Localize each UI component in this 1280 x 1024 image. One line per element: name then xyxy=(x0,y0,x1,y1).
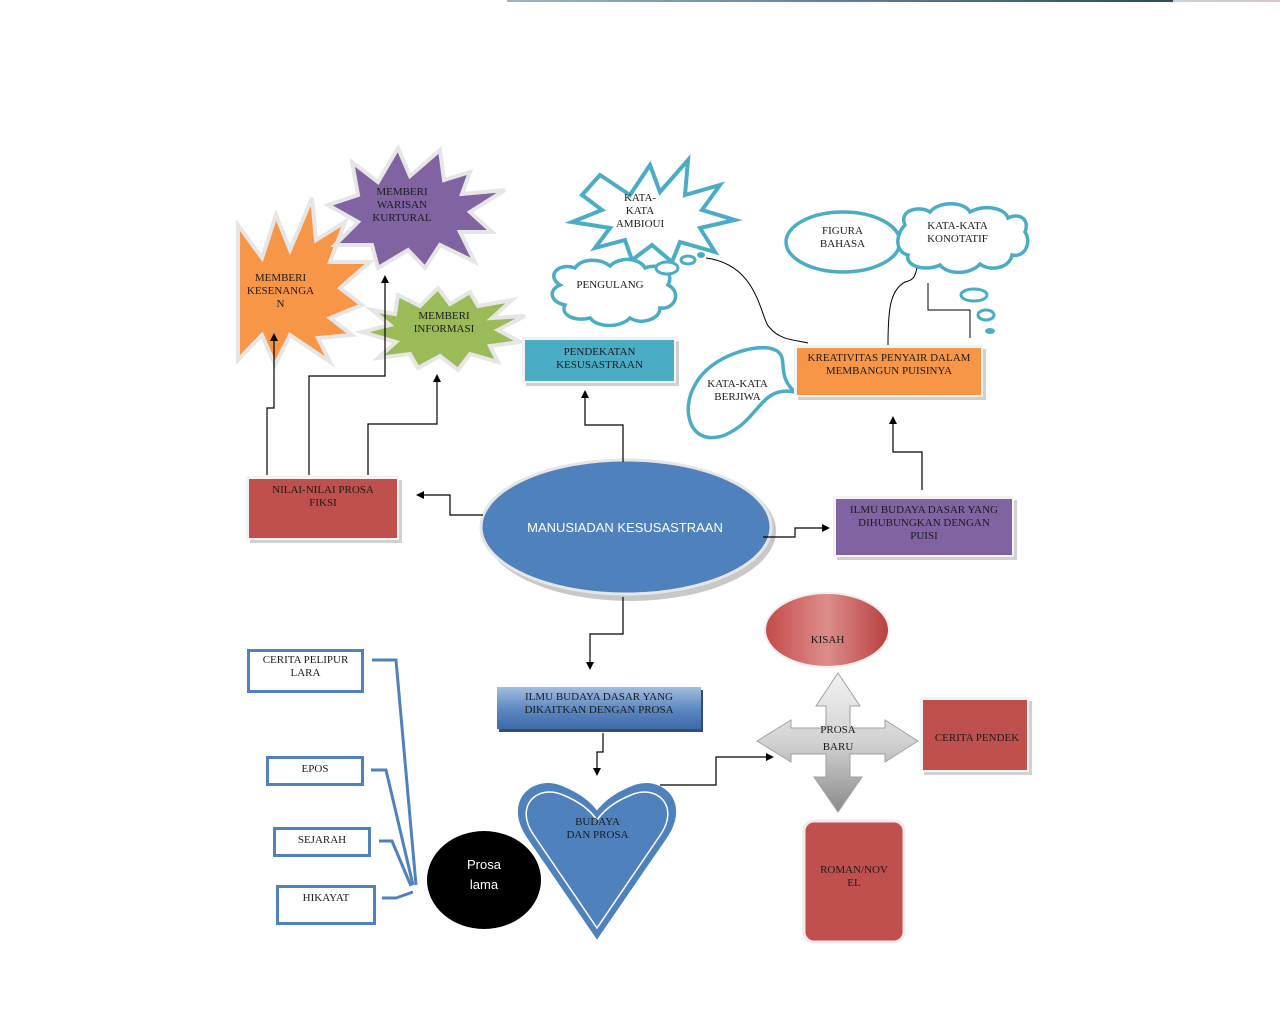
sejarah-label: SEJARAH xyxy=(297,833,347,846)
starburst-memberi-warisan xyxy=(323,143,507,272)
cloud-dot xyxy=(679,254,697,266)
ilmu-prosa-label: ILMU BUDAYA DASAR YANG DIKAITKAN DENGAN … xyxy=(524,691,674,716)
arrow-to-kreativitas xyxy=(889,416,923,490)
memberi-warisan-label: MEMBERI WARISAN KURTURAL xyxy=(372,185,432,224)
pendekatan-box xyxy=(523,338,676,383)
starburst-kata-ambioui xyxy=(564,154,743,266)
connector-line xyxy=(927,283,971,338)
arrow-to-warisan xyxy=(308,275,389,475)
nilai-prosa-fiksi-box xyxy=(247,477,399,540)
curve-connector xyxy=(887,267,918,346)
connector-epos xyxy=(371,768,415,886)
cloud-kata-konotatif xyxy=(896,202,1030,275)
pendekatan-label: PENDEKATAN KESUSASTRAAN xyxy=(556,346,643,371)
kata-konotatif-label: KATA-KATA KONOTATIF xyxy=(927,220,988,245)
kata-berjiwa-label: KATA-KATA BERJIWA xyxy=(707,378,768,403)
arrow-to-ilmu-prosa xyxy=(586,597,624,670)
arrow-to-budaya xyxy=(593,733,604,776)
cloud-dot xyxy=(985,328,995,334)
starburst-memberi-kesenangan xyxy=(236,197,376,370)
prosa-baru-four-way-arrow xyxy=(756,672,919,813)
budaya-prosa-label: BUDAYA DAN PROSA xyxy=(566,816,629,841)
kata-ambioui-label: KATA- KATA AMBIOUI xyxy=(615,191,665,230)
kreativitas-box xyxy=(795,346,983,397)
cerita-pendek-box xyxy=(921,698,1029,772)
connector-sejarah xyxy=(379,839,413,887)
memberi-kesenangan-label: MEMBERI KESENANGA N xyxy=(246,271,315,310)
center-label: MANUSIADAN KESUSASTRAAN xyxy=(527,519,723,535)
starburst-memberi-informasi xyxy=(354,284,527,373)
roman-novel-label: ROMAN/NOV EL xyxy=(820,864,888,889)
kreativitas-label: KREATIVITAS PENYAIR DALAM MEMBANGUN PUIS… xyxy=(807,352,971,377)
figura-bahasa-label: FIGURA BAHASA xyxy=(819,225,866,250)
kisah-label: KISAH xyxy=(810,633,845,646)
hikayat-box xyxy=(276,885,376,925)
arrow-to-informasi xyxy=(367,374,441,475)
heart-budaya-dan-prosa xyxy=(518,783,676,940)
ilmu-prosa-box xyxy=(497,687,701,729)
callout-kata-berjiwa xyxy=(686,345,802,440)
top-edge-bar-right xyxy=(1173,0,1280,2)
cerita-pendek-label: CERITA PENDEK xyxy=(934,731,1020,744)
heart-inner-outline xyxy=(525,791,669,930)
arrow-to-kesenangan xyxy=(266,333,278,475)
prosa-lama-circle xyxy=(427,831,541,929)
memberi-informasi-label: MEMBERI INFORMASI xyxy=(413,310,475,335)
center-ellipse xyxy=(479,458,773,596)
arrow-to-prosa-baru xyxy=(660,753,774,786)
cloud-dot xyxy=(959,287,989,303)
cerita-pelipur-box xyxy=(247,649,364,693)
arrow-to-ilmu-puisi xyxy=(763,524,830,538)
top-edge-bar xyxy=(507,0,1173,2)
prosa-baru-label: PROSA BARU xyxy=(820,724,856,753)
pengulang-label: PENGULANG xyxy=(576,278,644,291)
arrow-to-pendekatan xyxy=(581,390,624,462)
curve-connector xyxy=(705,257,809,344)
sejarah-box xyxy=(273,827,371,857)
cloud-dot xyxy=(976,308,996,322)
cerita-pelipur-label: CERITA PELIPUR LARA xyxy=(262,654,349,679)
ilmu-puisi-label: ILMU BUDAYA DASAR YANG DIHUBUNGKAN DENGA… xyxy=(849,503,998,542)
connector-cerita-pelipur xyxy=(372,658,418,886)
epos-box xyxy=(266,756,364,786)
cloud-dot xyxy=(697,252,705,258)
arrow-to-nilai xyxy=(416,491,483,516)
hikayat-label: HIKAYAT xyxy=(302,891,350,904)
ilmu-puisi-box xyxy=(834,497,1014,557)
cloud-dot xyxy=(654,260,680,276)
prosa-lama-label: Prosa lama xyxy=(467,857,501,892)
kisah-ellipse xyxy=(764,592,890,668)
epos-label: EPOS xyxy=(301,762,329,775)
roman-novel-shape xyxy=(802,819,906,944)
cloud-pengulang xyxy=(550,257,678,328)
nilai-prosa-fiksi-label: NILAI-NILAI PROSA FIKSI xyxy=(272,484,374,509)
connector-hikayat xyxy=(382,890,414,900)
